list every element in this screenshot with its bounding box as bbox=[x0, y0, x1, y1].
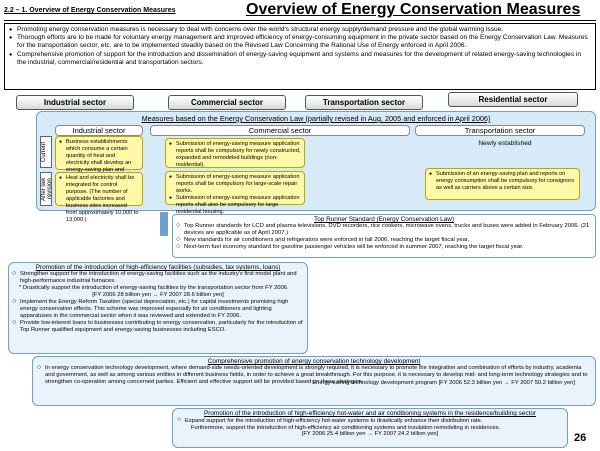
promotion-item: Provide low-interest loans to businesses… bbox=[12, 319, 304, 334]
page-number: 26 bbox=[574, 432, 587, 444]
intro-bullet: Comprehensive promotion of support for t… bbox=[9, 51, 591, 67]
intro-bullet: Thorough efforts are to be made for volu… bbox=[9, 34, 591, 50]
row-label-after-revision: After law revision bbox=[40, 172, 53, 206]
industrial-column-head: Industrial sector bbox=[55, 125, 143, 136]
industrial-after-text: Heat and electricity shall be integrated… bbox=[59, 175, 139, 224]
top-runner-item: Next-term fuel economy standard for gaso… bbox=[176, 243, 595, 251]
tab-industrial-sector: Industrial sector bbox=[16, 95, 134, 110]
promotion-item: Strengthen support for the introduction … bbox=[12, 270, 304, 285]
tab-residential-sector: Residential sector bbox=[448, 92, 578, 107]
page-title: Overview of Energy Conservation Measures bbox=[246, 1, 581, 18]
commercial-head-text: Commercial sector bbox=[248, 126, 312, 135]
intro-bullet: Promoting energy conservation measures i… bbox=[9, 26, 591, 34]
promotion-budget: [FY 2006 28 billion yen → FY 2007 28.6 b… bbox=[92, 292, 224, 298]
commercial-after-text: Submission of energy-saving measure appl… bbox=[169, 195, 301, 216]
transportation-current-text: Newly established bbox=[478, 140, 532, 147]
transportation-after-box: Submission of an energy-saving plan and … bbox=[425, 168, 580, 200]
tab-commercial-sector: Commercial sector bbox=[168, 95, 286, 110]
residential-hot-water-panel: Promotion of the introduction of high-ef… bbox=[172, 408, 568, 448]
connector-bar bbox=[160, 212, 168, 236]
transportation-after-text: Submission of an energy-saving plan and … bbox=[429, 171, 576, 192]
header-divider bbox=[4, 20, 596, 21]
industrial-current-box: Business establishments which consume a … bbox=[55, 136, 143, 187]
commercial-column-head: Commercial sector bbox=[150, 125, 410, 136]
industrial-head-text: Industrial sector bbox=[72, 126, 126, 135]
top-runner-title: Top Runner Standard (Energy Conservation… bbox=[314, 216, 454, 223]
top-runner-item: Top Runner standards for LCD and plasma … bbox=[176, 222, 595, 237]
transportation-column-head: Transportation sector bbox=[415, 125, 585, 136]
promotion-panel: Promotion of the introduction of high-ef… bbox=[8, 262, 308, 354]
tab-transportation-sector: Transportation sector bbox=[305, 95, 423, 110]
industrial-after-box: Heat and electricity shall be integrated… bbox=[55, 172, 143, 223]
technology-development-title: Comprehensive promotion of energy conser… bbox=[207, 358, 421, 365]
top-runner-item: New standards for air conditioners and r… bbox=[176, 236, 595, 244]
transportation-head-text: Transportation sector bbox=[464, 126, 536, 135]
commercial-after-text: Submission of energy-saving measure appl… bbox=[169, 174, 301, 195]
technology-development-text: In energy conservation technology develo… bbox=[37, 364, 591, 387]
commercial-after-box: Submission of energy-saving measure appl… bbox=[165, 171, 305, 215]
promotion-item: Implement the Energy Reform Taxation (sp… bbox=[12, 298, 304, 320]
intro-box: Promoting energy conservation measures i… bbox=[4, 23, 596, 90]
commercial-current-text: Submission of energy-saving measure appl… bbox=[169, 141, 301, 169]
residential-title: Promotion of the introduction of high-ef… bbox=[203, 410, 537, 417]
law-panel-title: Measures based on the Energy Conservatio… bbox=[141, 114, 491, 123]
promotion-note: * Drastically support the introduction o… bbox=[19, 285, 289, 291]
row-label-current: Current bbox=[40, 136, 52, 168]
technology-development-panel: Comprehensive promotion of energy conser… bbox=[32, 356, 596, 406]
section-label: 2.2 – 1. Overview of Energy Conservation… bbox=[4, 7, 176, 14]
residential-text: Furthermore, support the introduction of… bbox=[191, 424, 501, 431]
top-runner-panel: Top Runner Standard (Energy Conservation… bbox=[172, 214, 596, 258]
commercial-current-box: Submission of energy-saving measure appl… bbox=[165, 138, 305, 168]
residential-text: Expand support for the introduction of h… bbox=[177, 417, 563, 425]
residential-budget: [FY 2006 25.4 billion yen → FY 2007 24.2… bbox=[301, 431, 439, 438]
promotion-title: Promotion of the introduction of high-ef… bbox=[35, 264, 281, 271]
